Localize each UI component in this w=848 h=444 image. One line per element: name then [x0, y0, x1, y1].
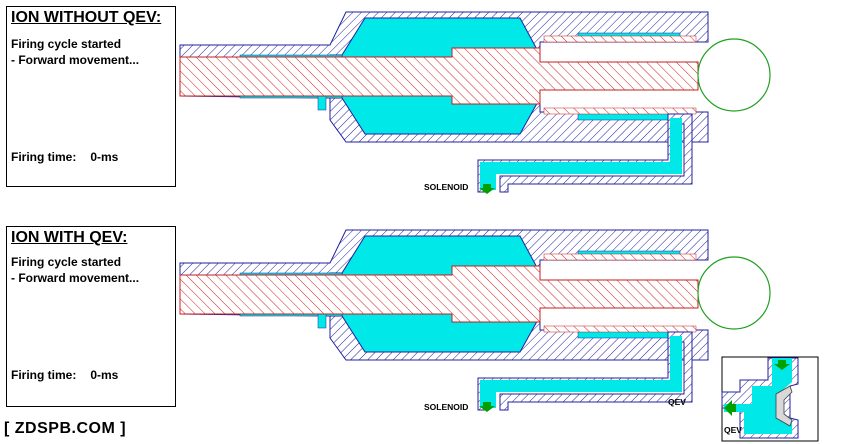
qev-inset-label: QEV: [724, 425, 742, 435]
panel-with-qev: ION WITH QEV: Firing cycle started - For…: [6, 226, 176, 407]
marker-without-qev: [179, 11, 771, 195]
qev-detail: [721, 356, 819, 442]
solenoid-label: SOLENOID: [424, 182, 468, 192]
status-line-1: Firing cycle started: [11, 37, 122, 51]
firing-time: Firing time: 0-ms: [11, 150, 118, 164]
firing-time: Firing time: 0-ms: [11, 368, 118, 382]
qev-arrow-left-icon: [724, 400, 736, 416]
marker-with-qev: [179, 229, 771, 413]
status-line-2: - Forward movement...: [11, 271, 140, 285]
firing-time-label: Firing time:: [11, 368, 77, 382]
firing-time-value: 0-ms: [90, 368, 119, 382]
brand-watermark: [ ZDSPB.COM ]: [4, 420, 127, 437]
firing-time-label: Firing time:: [11, 150, 77, 164]
firing-time-value: 0-ms: [90, 150, 119, 164]
status-line-1: Firing cycle started: [11, 255, 122, 269]
panel-title: ION WITH QEV:: [11, 229, 128, 246]
qev-label: QEV: [668, 397, 686, 407]
status-line-2: - Forward movement...: [11, 53, 140, 67]
solenoid-label: SOLENOID: [424, 402, 468, 412]
qev-arrow-down-icon: [774, 360, 790, 370]
panel-without-qev: ION WITHOUT QEV: Firing cycle started - …: [6, 6, 176, 187]
panel-title: ION WITHOUT QEV:: [11, 9, 162, 26]
qev-diaphragm: [775, 385, 793, 427]
